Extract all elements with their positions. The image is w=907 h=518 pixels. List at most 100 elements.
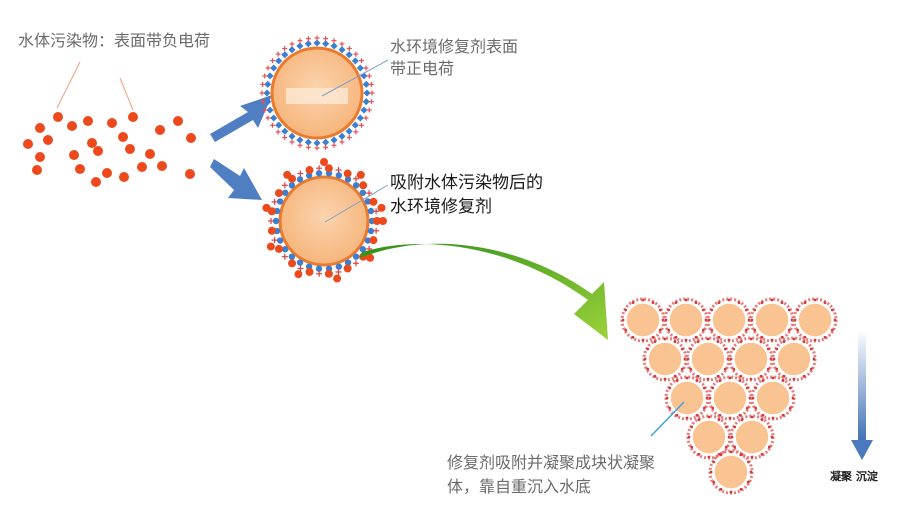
aggregate-dot: [695, 413, 699, 417]
aggregate-core: [669, 380, 705, 416]
settle-arrow: [851, 330, 873, 460]
aggregate-dot: [673, 340, 677, 344]
aggregate-dot: [697, 452, 701, 456]
pollutant-particle: [157, 161, 167, 171]
aggregate-dot: [723, 367, 727, 371]
adsorbed-pollutant: [343, 264, 352, 273]
positive-charge-dot: [363, 89, 371, 97]
aggregate-dot: [680, 367, 684, 371]
positive-charge-dot: [281, 51, 289, 59]
agent-label-line2: 带正电荷: [390, 59, 455, 78]
aggregate-dot: [770, 298, 774, 302]
positive-charge-dot: [330, 136, 338, 144]
aggregate-dot: [651, 335, 655, 339]
aggregate-dot: [624, 328, 628, 332]
pollutant-particle: [128, 112, 138, 122]
charge-dot: [335, 172, 343, 179]
aggregate-dot: [728, 416, 732, 420]
aggregate-core: [712, 380, 748, 416]
aggregate-dot: [813, 298, 817, 302]
pollutant-label: 水体污染物：表面带负电荷: [18, 31, 211, 50]
aggregate-dot: [770, 338, 774, 342]
adsorbed-pollutant: [366, 253, 375, 262]
aggregate-core: [691, 419, 727, 455]
aggregate-dot: [717, 418, 721, 422]
adsorbed-pollutant: [294, 270, 303, 279]
positive-charge-dot: [351, 121, 359, 129]
positive-charge-dot: [313, 139, 321, 147]
aggregate-cluster: [620, 297, 838, 495]
positive-charge-dot: [296, 42, 304, 50]
aggregate-dot: [719, 453, 723, 457]
aggregate-dot: [727, 338, 731, 342]
aggregate-dot: [787, 328, 791, 332]
aggregate-dot: [712, 460, 716, 464]
pollutant-particles: [23, 112, 196, 187]
pollutant-particle: [53, 112, 63, 122]
agent-sphere: [259, 35, 375, 151]
positive-charge-dot: [356, 114, 364, 122]
aggregate-dot: [716, 340, 720, 344]
aggregate-dot: [728, 376, 732, 380]
aggregate-dot: [759, 374, 763, 378]
aggregate-dot: [729, 450, 733, 454]
aggregate-dot: [787, 308, 791, 312]
aggregate-dot: [761, 379, 765, 383]
aggregate-dot: [744, 308, 748, 312]
aggregate-dot: [737, 335, 741, 339]
aggregate-sphere: [707, 375, 753, 421]
aggregate-dot: [746, 480, 750, 484]
aggregate-dot: [667, 308, 671, 312]
adsorbed-pollutant: [305, 267, 314, 276]
aggregate-dot: [685, 376, 689, 380]
aggregate-dot: [830, 328, 834, 332]
aggregate-dot: [760, 452, 764, 456]
aggregate-dot: [696, 340, 700, 344]
aggregate-dot: [663, 377, 667, 381]
positive-charge-dot: [360, 106, 368, 114]
pollutant-particle: [35, 123, 45, 133]
adsorbed-pollutant: [266, 242, 275, 251]
adsorbed-pollutant: [377, 203, 386, 212]
aggregate-label-line1: 修复剂吸附并凝聚成块状凝聚: [447, 453, 656, 472]
aggregate-dot: [690, 445, 694, 449]
aggregate-dot: [711, 406, 715, 410]
aggregate-dot: [750, 455, 754, 459]
aggregate-dot: [646, 347, 650, 351]
aggregate-dot: [686, 357, 690, 361]
aggregate-dot: [739, 453, 743, 457]
aggregate-dot: [689, 367, 693, 371]
aggregate-dot: [803, 335, 807, 339]
pollutant-particle: [145, 149, 155, 159]
aggregate-dot: [754, 386, 758, 390]
charge-dot: [276, 237, 284, 244]
positive-charge-dot: [322, 138, 330, 146]
aggregate-dot: [651, 301, 655, 305]
aggregate-dot: [631, 335, 635, 339]
charge-dot: [315, 170, 323, 177]
pollutant-particle: [91, 177, 101, 187]
charge-dot: [359, 189, 367, 196]
aggregate-core: [690, 341, 726, 377]
aggregate-dot: [729, 357, 733, 361]
aggregate-dot: [724, 425, 728, 429]
pollutant-leader-lines: [56, 61, 134, 111]
aggregate-dot: [653, 340, 657, 344]
aggregate-dot: [711, 386, 715, 390]
aggregate-dot: [680, 347, 684, 351]
charge-dot: [364, 237, 372, 244]
pollutant-particle: [125, 144, 135, 154]
aggregate-dot: [737, 301, 741, 305]
aggregate-dot: [643, 357, 647, 361]
adsorbed-pollutant: [305, 166, 314, 175]
pollutant-particle: [43, 135, 53, 145]
positive-charge-dot: [362, 80, 370, 88]
aggregate-dot: [668, 406, 672, 410]
positive-charge-dot: [313, 39, 321, 47]
charge-dot: [352, 253, 360, 260]
aggregate-sphere: [749, 297, 795, 343]
aggregate-sphere: [642, 336, 688, 382]
positive-charge-dot: [356, 64, 364, 72]
aggregate-dot: [702, 386, 706, 390]
aggregate-dot: [751, 396, 755, 400]
